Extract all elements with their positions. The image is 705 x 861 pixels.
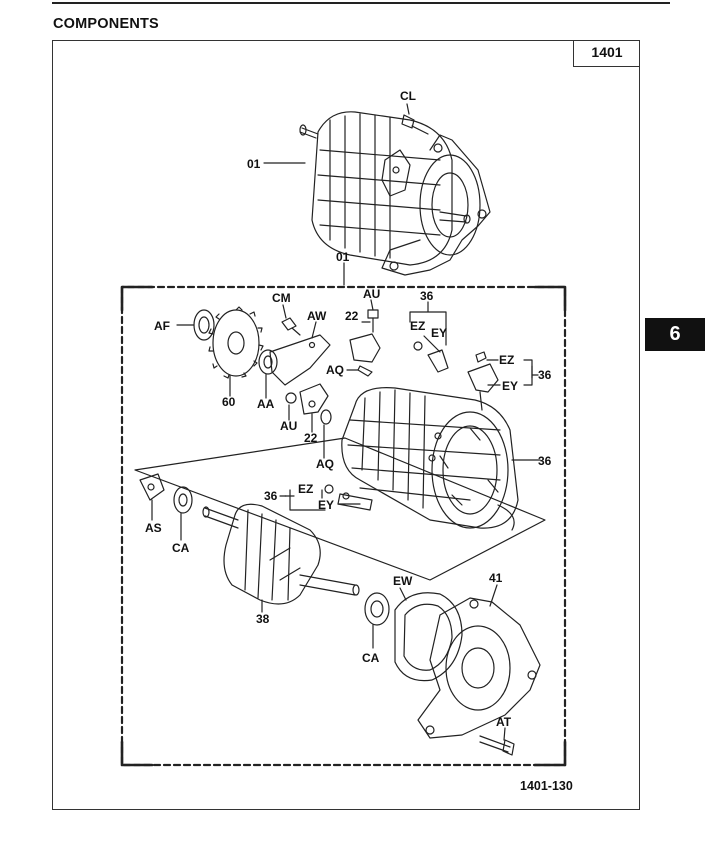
section-reference-box: 1401 [573, 40, 640, 67]
chapter-tab[interactable]: 6 [645, 318, 705, 351]
end-frame-drawing [417, 597, 541, 739]
label-36-left: 36 [264, 489, 278, 503]
label-ez-right: EZ [499, 353, 514, 367]
label-ew: EW [393, 574, 413, 588]
label-22-mid: 22 [304, 431, 318, 445]
top-rule [52, 2, 670, 4]
label-ca-right: CA [362, 651, 380, 665]
label-22-top: 22 [345, 309, 359, 323]
label-01-group: 01 [336, 250, 350, 264]
label-ez-top: EZ [410, 319, 425, 333]
gear-drawing [208, 306, 264, 379]
label-ey-top: EY [431, 326, 447, 340]
label-au-mid: AU [280, 419, 297, 433]
label-cl: CL [400, 89, 416, 103]
label-aw: AW [307, 309, 327, 323]
label-ez-left: EZ [298, 482, 313, 496]
label-af: AF [154, 319, 170, 333]
assembled-starter-drawing [299, 111, 491, 276]
label-as: AS [145, 521, 162, 535]
label-at: AT [496, 715, 512, 729]
label-ey-right: EY [502, 379, 518, 393]
label-ey-left: EY [318, 498, 334, 512]
field-housing-drawing [341, 387, 519, 531]
label-cm: CM [272, 291, 291, 305]
label-60: 60 [222, 395, 236, 409]
armature-drawing [202, 503, 360, 605]
label-aa: AA [257, 397, 275, 411]
label-38: 38 [256, 612, 270, 626]
label-36-housing: 36 [538, 454, 552, 468]
label-36-top: 36 [420, 289, 434, 303]
figure-reference-number: 1401-130 [520, 779, 573, 793]
label-aq-mid: AQ [316, 457, 334, 471]
callout-labels: CL 01 01 AU 36 CM AW 22 EZ EY AF EZ AQ 3… [145, 89, 552, 729]
label-41: 41 [489, 571, 503, 585]
label-aq-top: AQ [326, 363, 344, 377]
label-01-top: 01 [247, 157, 261, 171]
label-36-right-bracket: 36 [538, 368, 552, 382]
figure-frame [52, 40, 640, 810]
page-title: COMPONENTS [53, 16, 159, 32]
label-au-top: AU [363, 287, 380, 301]
label-ca-left: CA [172, 541, 190, 555]
